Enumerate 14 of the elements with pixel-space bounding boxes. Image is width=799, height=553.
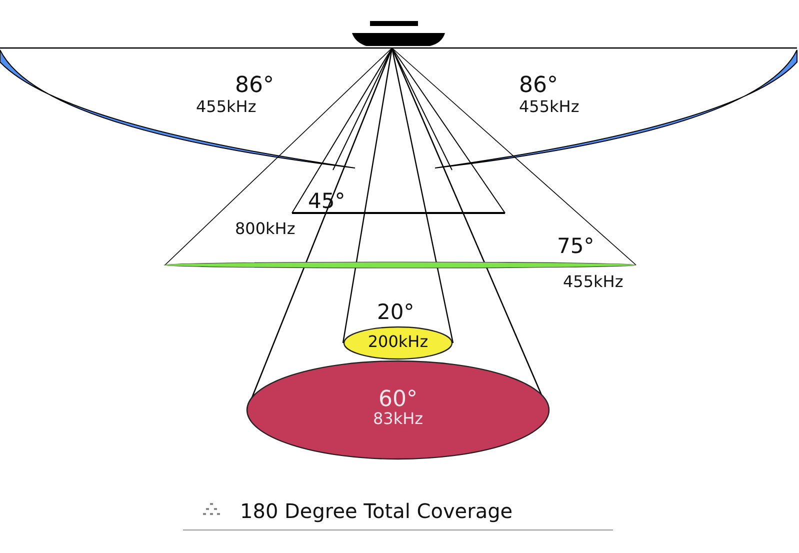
frequency-label: 800kHz (235, 221, 296, 237)
angle-label: 20° (377, 302, 414, 323)
frequency-label: 200kHz (368, 334, 428, 351)
frequency-label: 455kHz (196, 99, 256, 115)
beam-ellipse (246, 360, 550, 460)
angle-label: 75° (557, 236, 594, 257)
frequency-label: 83kHz (372, 411, 424, 428)
frequency-label: 455kHz (563, 274, 624, 290)
angle-label: 60° (378, 388, 418, 412)
caption: 180 Degree Total Coverage (240, 501, 513, 521)
angle-label: 86° (235, 75, 274, 97)
angle-label: 86° (519, 75, 558, 97)
beam-ellipse (343, 326, 453, 360)
frequency-label: 455kHz (519, 99, 580, 115)
